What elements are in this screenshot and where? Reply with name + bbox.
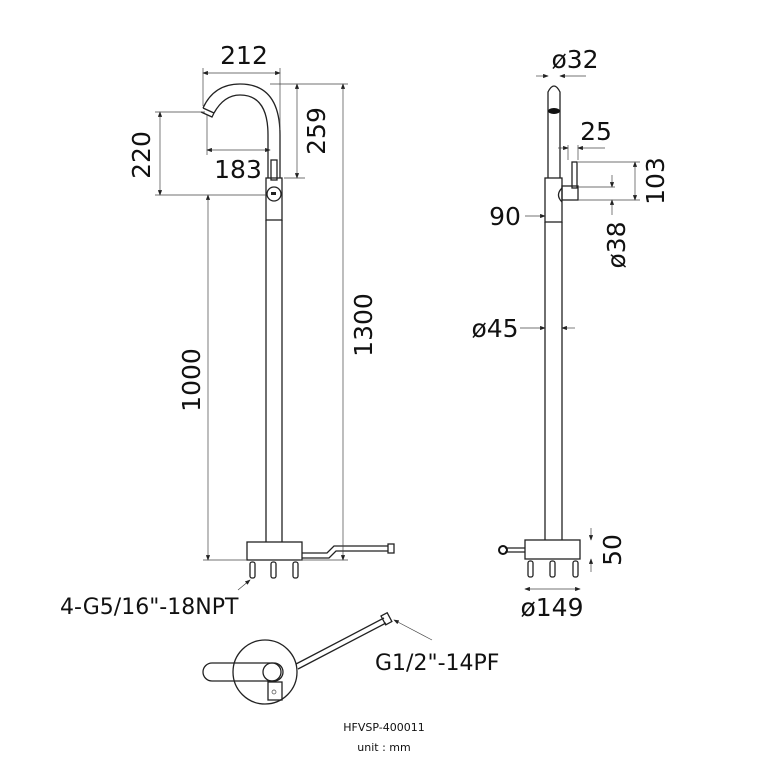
side-mounting-pins: [527, 560, 579, 578]
hose-nut: [387, 543, 395, 554]
dim-lever-offset: 25: [580, 117, 612, 146]
dim-lever-diameter: ø38: [602, 221, 631, 268]
side-body: [544, 177, 563, 223]
dim-spout-drop: 220: [127, 131, 156, 179]
callout-base-thread: 4-G5/16"-18NPT: [60, 595, 239, 620]
lever-hub: [266, 186, 282, 202]
unit-label: unit : mm: [357, 741, 410, 754]
callout-hose-thread: G1/2"-14PF: [375, 651, 499, 676]
dim-spout-diameter: ø32: [551, 45, 598, 74]
valve-body: [265, 177, 283, 221]
dim-spout-reach: 212: [220, 41, 268, 70]
side-view: ø32 25 103 ø38 90 ø45 50 ø149: [471, 45, 670, 622]
base-plate: [232, 639, 298, 705]
plan-hose: [295, 617, 387, 670]
spout-inner: [213, 94, 269, 178]
plan-hose-nut: [380, 611, 393, 626]
dim-outlet-reach: 183: [214, 155, 262, 184]
dim-body-position: 90: [489, 202, 521, 231]
side-spout: [547, 85, 561, 178]
base: [246, 541, 303, 561]
side-lever-hub: [561, 185, 579, 201]
body-tab: [267, 681, 283, 701]
aerator: [548, 108, 560, 114]
lever-handle: [202, 662, 284, 682]
dim-body-height: 1000: [177, 348, 206, 412]
dim-spout-height: 259: [302, 107, 331, 155]
supply-hose: [302, 545, 388, 559]
spout-outlet: [200, 107, 215, 118]
model-code: HFVSP-400011: [343, 721, 424, 734]
side-hose-nut: [498, 545, 508, 555]
side-base: [524, 539, 581, 560]
stem: [265, 220, 283, 542]
dim-lever-height: 103: [641, 157, 670, 205]
side-lever: [571, 161, 578, 189]
front-view: 212 259 1300 220 183 1000 4-G5/16"-18NPT: [60, 41, 395, 620]
dim-total-height: 1300: [349, 293, 378, 357]
lever: [270, 159, 278, 181]
dim-stem-diameter: ø45: [471, 314, 518, 343]
plan-view: G1/2"-14PF: [202, 611, 499, 705]
dim-base-height: 50: [598, 534, 627, 566]
dim-base-diameter: ø149: [520, 593, 583, 622]
mounting-pins: [249, 561, 299, 579]
spout-outer: [202, 83, 281, 178]
